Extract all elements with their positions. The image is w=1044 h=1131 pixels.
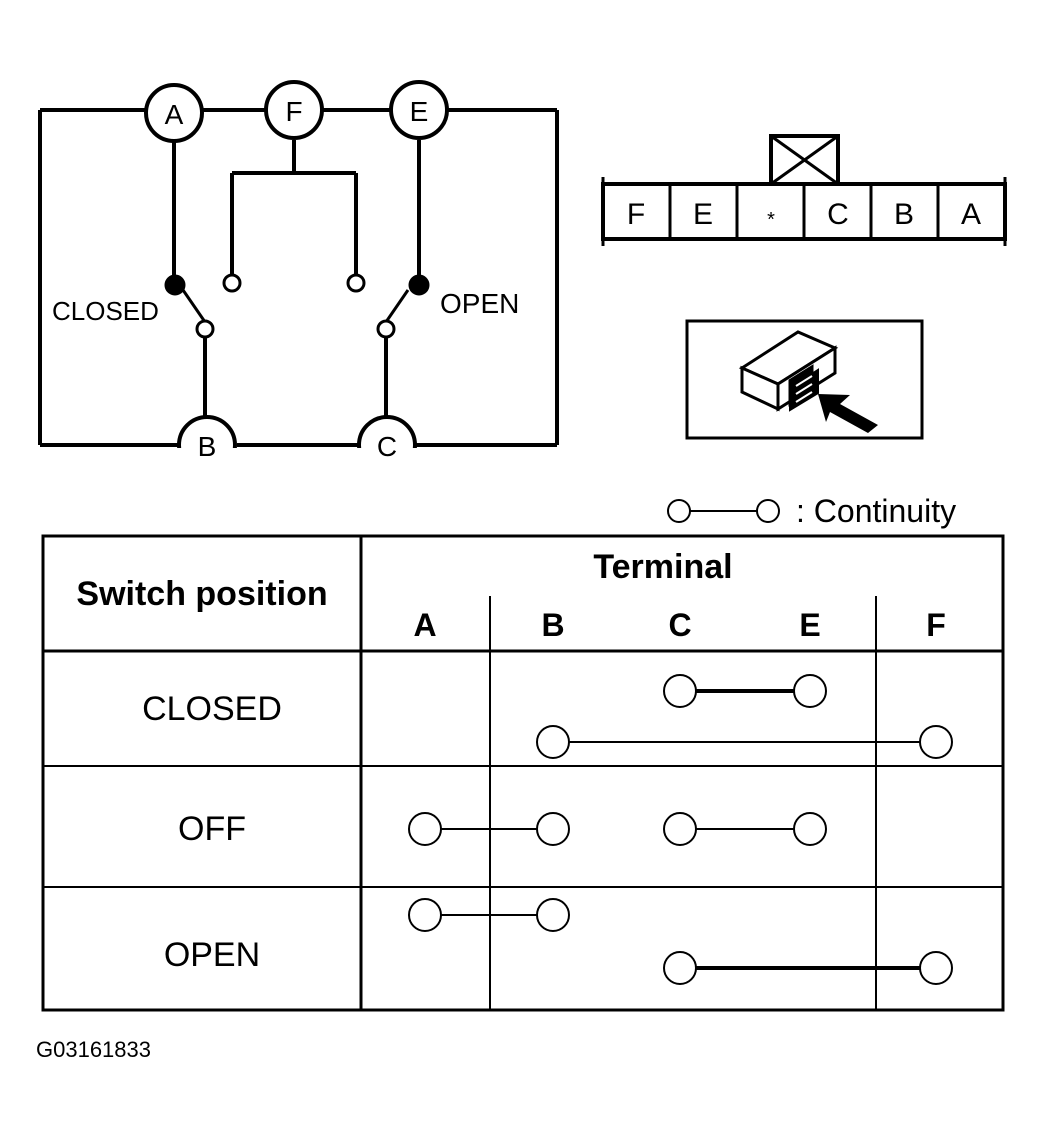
- contact-f-right: [346, 273, 366, 293]
- continuity-point: [536, 725, 570, 759]
- connector-view-illustration: [685, 319, 924, 440]
- row-label-off: OFF: [178, 810, 246, 848]
- continuity-open-c-f: [663, 951, 953, 985]
- column-header-a: A: [413, 607, 436, 643]
- connector-face: [601, 134, 1007, 246]
- continuity-off-a-b: [408, 812, 570, 846]
- continuity-marks: [408, 674, 953, 985]
- terminal-a: A: [144, 83, 204, 143]
- column-header-b: B: [541, 607, 564, 643]
- terminal-header: Terminal: [593, 548, 732, 586]
- column-header-e: E: [799, 607, 820, 643]
- connector-cell-f: F: [627, 198, 645, 231]
- continuity-legend: : Continuity: [667, 493, 956, 529]
- continuity-point: [408, 812, 442, 846]
- switch-position-header: Switch position: [76, 575, 327, 613]
- row-label-closed: CLOSED: [142, 690, 282, 728]
- connector-cell-labels: F E * C B A: [627, 198, 981, 231]
- continuity-table: [41, 534, 1005, 1012]
- terminal-c-label: C: [377, 431, 397, 462]
- closed-position-label: CLOSED: [52, 296, 159, 326]
- terminal-c: C: [350, 415, 425, 478]
- continuity-point: [408, 898, 442, 932]
- terminal-e: E: [389, 80, 449, 140]
- continuity-point: [536, 812, 570, 846]
- connector-cell-c: C: [827, 198, 849, 231]
- switch-schematic: [38, 108, 559, 447]
- continuity-point: [663, 674, 697, 708]
- column-header-f: F: [926, 607, 946, 643]
- terminal-f-label: F: [285, 96, 302, 127]
- continuity-closed-c-e: [663, 674, 827, 708]
- contact-a-closed: [164, 274, 186, 296]
- continuity-closed-b-f: [536, 725, 953, 759]
- contact-f-left: [222, 273, 242, 293]
- terminal-b-label: B: [198, 431, 217, 462]
- view-direction-arrow-icon: [818, 394, 878, 433]
- continuity-point: [793, 812, 827, 846]
- connector-cell-b: B: [894, 198, 914, 231]
- connector-cell-e: E: [693, 198, 713, 231]
- table-headers: Switch position Terminal A B C E F: [76, 548, 945, 643]
- continuity-point: [919, 725, 953, 759]
- continuity-point: [663, 951, 697, 985]
- continuity-point: [793, 674, 827, 708]
- continuity-legend-text: : Continuity: [796, 493, 956, 529]
- row-label-open: OPEN: [164, 936, 260, 974]
- connector-cell-unused: *: [767, 209, 775, 231]
- connector-cell-a: A: [961, 198, 981, 231]
- contact-c: [376, 319, 396, 339]
- continuity-point: [919, 951, 953, 985]
- column-header-c: C: [668, 607, 691, 643]
- terminal-e-label: E: [410, 96, 429, 127]
- terminal-a-label: A: [165, 99, 184, 130]
- terminal-f: F: [264, 80, 324, 140]
- open-position-label: OPEN: [440, 288, 519, 319]
- continuity-off-c-e: [663, 812, 827, 846]
- contact-e-open: [408, 274, 430, 296]
- schematic-contacts: [164, 273, 430, 339]
- continuity-open-a-b: [408, 898, 570, 932]
- contact-b: [195, 319, 215, 339]
- switch-position-rows: CLOSED OFF OPEN: [142, 690, 282, 974]
- continuity-point: [536, 898, 570, 932]
- figure-id: G03161833: [36, 1037, 151, 1062]
- terminal-b: B: [170, 415, 245, 478]
- terminal-slots-icon: [789, 368, 819, 412]
- continuity-point: [663, 812, 697, 846]
